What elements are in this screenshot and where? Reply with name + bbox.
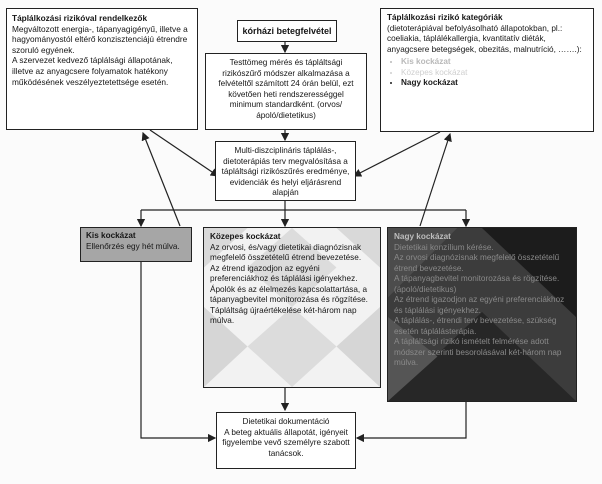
medium-risk-p1: Az orvosi, és/vagy dietetikai diagnózisn… [210,242,362,263]
high-risk-p3: A tápanyagbevitel monitorozása és rögzít… [394,274,560,294]
high-risk-title: Nagy kockázat [394,232,451,241]
medium-risk-title: Közepes kockázat [210,232,281,241]
arrow-high-to-doc [355,402,467,443]
nutrition-risk-box: Táplálkozási rizikóval rendelkezők Megvá… [6,8,198,130]
risk-categories-desc: (dietoterápiával befolyásolható állapoto… [387,23,582,54]
documentation-text: A beteg aktuális állapotát, igényeit fig… [222,427,350,458]
documentation-box: Dietetikai dokumentáció A beteg aktuális… [216,412,356,469]
nutrition-risk-para1: Megváltozott energia-, tápanyagigényű, i… [12,23,188,55]
high-risk-p6: A tápláltsági rizikó ismételt felmérése … [394,337,562,367]
high-risk-p2: Az orvosi diagnózisnak megfelelő összeté… [394,253,560,273]
nutrition-risk-para2: A szervezet kedvező táplálsági állapotán… [12,55,173,87]
admission-label: kórházi betegfelvétel [242,26,332,36]
plan-box: Multi-diszciplináris táplálás-, dietoter… [215,141,356,201]
nutrition-risk-title: Táplálkozási rizikóval rendelkezők [12,13,148,23]
medium-risk-p3: Ápolók és az élelmezés kapcsolattartása,… [210,284,368,305]
risk-categories-box: Táplálkozási rizikó kategóriák (dietoter… [380,8,594,132]
low-risk-text: Ellenőrzés egy hét múlva. [86,241,180,251]
risk-category-low: Kis kockázat [401,57,587,68]
arrow-left-to-plan [149,129,219,177]
high-risk-pattern [388,228,576,401]
risk-category-list: Kis kockázat Közepes kockázat Nagy kocká… [387,57,587,89]
medium-risk-pattern [204,228,380,387]
medium-risk-box: Közepes kockázat Az orvosi, és/vagy diet… [203,227,381,388]
screening-box: Testtömeg mérés és tápláltsági rizikószű… [205,53,367,130]
medium-risk-p2: Az étrend igazodjon az egyéni preferenci… [210,263,358,284]
high-risk-box: Nagy kockázat Dietetikai konzílium kérés… [387,227,577,402]
arrow-low-risk-to-left-box [141,131,181,227]
low-risk-box: Kis kockázat Ellenőrzés egy hét múlva. [80,227,192,262]
admission-box: kórházi betegfelvétel [237,20,337,42]
risk-category-medium: Közepes kockázat [401,68,587,79]
high-risk-p4: Az étrend igazodjon az egyéni preferenci… [394,295,565,315]
plan-text: Multi-diszciplináris táplálás-, dietoter… [221,146,350,197]
medium-risk-p4: Tápláltság újraértékelése két-három nap … [210,305,357,326]
high-risk-p5: A táplálás-, étrendi terv bevezetése, sz… [394,316,557,336]
screening-text: Testtömeg mérés és tápláltsági rizikószű… [218,58,354,120]
low-risk-title: Kis kockázat [86,231,136,240]
high-risk-p1: Dietetikai konzílium kérése. [394,242,494,252]
arrow-right-to-plan [352,131,441,177]
risk-category-high: Nagy kockázat [401,78,587,89]
documentation-title: Dietetikai dokumentáció [242,417,330,426]
arrow-high-risk-to-right-box [419,132,452,227]
risk-categories-title: Táplálkozási rizikó kategóriák [387,13,503,22]
